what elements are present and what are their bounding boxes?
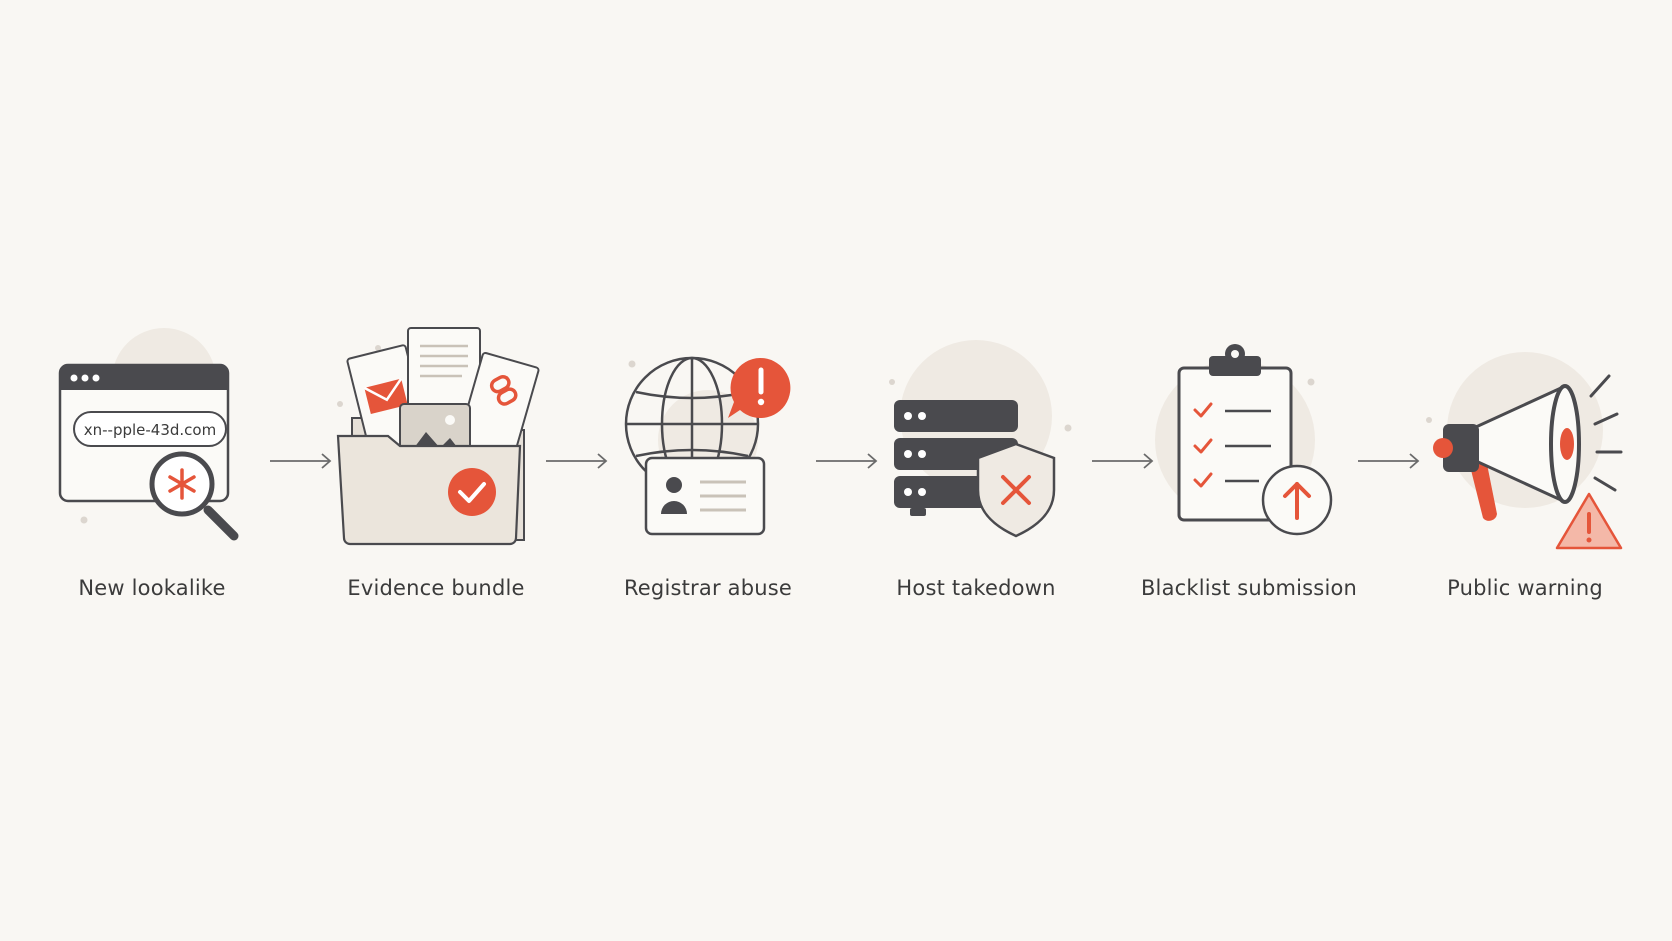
globe-id-card-icon bbox=[624, 356, 791, 536]
step-new-lookalike: xn--pple-43d.com New lookalike bbox=[52, 320, 252, 620]
arrow-icon bbox=[1092, 453, 1154, 469]
step-public-warning: Public warning bbox=[1425, 320, 1625, 620]
clipboard-upload-icon bbox=[1155, 344, 1333, 536]
lookalike-domain-text: xn--pple-43d.com bbox=[84, 421, 216, 439]
arrow-icon bbox=[270, 453, 332, 469]
arrow-icon bbox=[816, 453, 878, 469]
step-label: Evidence bundle bbox=[347, 576, 525, 600]
step-label: Registrar abuse bbox=[623, 576, 793, 600]
arrow-icon bbox=[1358, 453, 1420, 469]
step-evidence-bundle: Evidence bundle bbox=[336, 320, 540, 620]
step-label: Blacklist submission bbox=[1140, 576, 1358, 600]
step-registrar-abuse: Registrar abuse bbox=[608, 320, 808, 620]
browser-search-icon: xn--pple-43d.com bbox=[58, 328, 239, 541]
step-label: Host takedown bbox=[896, 576, 1056, 600]
step-blacklist-submission: Blacklist submission bbox=[1141, 320, 1357, 620]
evidence-folder-icon bbox=[336, 327, 540, 546]
step-label: Public warning bbox=[1447, 576, 1603, 600]
megaphone-warning-icon bbox=[1426, 352, 1623, 550]
step-host-takedown: Host takedown bbox=[876, 320, 1076, 620]
server-shield-icon bbox=[889, 340, 1072, 538]
arrow-icon bbox=[546, 453, 608, 469]
step-label: New lookalike bbox=[78, 576, 226, 600]
